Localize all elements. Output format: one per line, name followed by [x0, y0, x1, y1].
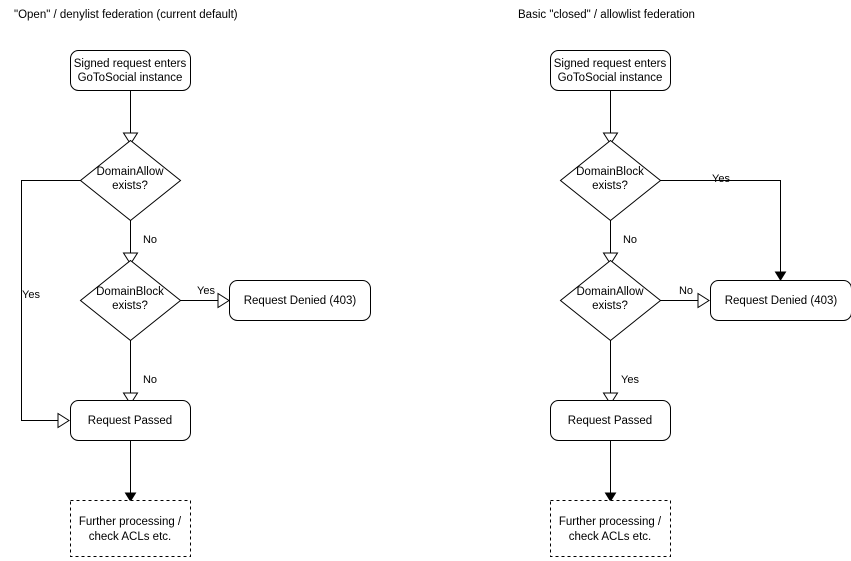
- edge-label-domainallow-yes-right: Yes: [621, 374, 639, 386]
- arrowhead-open-domainblock-yes-left: [217, 292, 230, 309]
- edge-label-domainallow-yes-left: Yes: [22, 289, 40, 301]
- node-request-denied-left-label: Request Denied (403): [244, 295, 357, 307]
- node-further-processing-left-line1: Further processing /: [79, 516, 182, 528]
- edge-label-domainblock-no-left: No: [143, 374, 157, 386]
- node-entry-right-line1: Signed request enters: [554, 58, 667, 70]
- node-further-processing-left: [70, 500, 191, 557]
- node-decision-domainblock-right-line2: exists?: [592, 180, 628, 192]
- node-further-processing-right-line1: Further processing /: [559, 516, 662, 528]
- arrowhead-filled-passed-left: [124, 492, 137, 502]
- node-entry-left-line1: Signed request enters: [74, 58, 187, 70]
- node-request-passed-left-label: Request Passed: [88, 415, 172, 427]
- node-decision-domainallow-right-line1: DomainAllow: [576, 286, 644, 298]
- edge-label-domainblock-no-right: No: [623, 234, 637, 246]
- node-further-processing-right: [550, 500, 671, 557]
- edge-domainallow-yes-left: [21, 180, 81, 421]
- node-further-processing-left-line2: check ACLs etc.: [89, 531, 171, 543]
- edge-label-domainblock-yes-left: Yes: [197, 285, 215, 297]
- node-request-denied-right: [710, 280, 851, 321]
- edge-label-domainallow-no-right: No: [679, 285, 693, 297]
- arrowhead-open-domainallow-yes-left: [57, 412, 70, 429]
- node-request-denied-right-label: Request Denied (403): [725, 295, 838, 307]
- node-further-processing-right-line2: check ACLs etc.: [569, 531, 651, 543]
- arrowhead-open-domainallow-yes-right: [602, 392, 619, 405]
- node-decision-domainallow-right-line2: exists?: [592, 300, 628, 312]
- arrowhead-filled-domainblock-yes-right: [774, 271, 787, 281]
- node-entry-left: [70, 50, 191, 91]
- node-entry-right: [550, 50, 671, 91]
- node-decision-domainallow-left-line2: exists?: [112, 180, 148, 192]
- node-entry-right-line2: GoToSocial instance: [558, 72, 663, 84]
- node-decision-domainblock-left-line1: DomainBlock: [96, 286, 164, 298]
- node-request-denied-left: [229, 280, 371, 321]
- arrowhead-open-domainblock-no-left: [122, 392, 139, 405]
- arrowhead-filled-passed-right: [604, 492, 617, 502]
- arrowhead-open-domainallow-no-left: [122, 252, 139, 265]
- panel-title-right: Basic "closed" / allowlist federation: [518, 9, 695, 21]
- arrowhead-open-entry-right: [602, 132, 619, 145]
- node-decision-domainblock-left-line2: exists?: [112, 300, 148, 312]
- node-request-passed-right-label: Request Passed: [568, 415, 652, 427]
- edge-label-domainblock-yes-right: Yes: [712, 173, 730, 185]
- edge-label-domainallow-no-left: No: [143, 234, 157, 246]
- edge-domainblock-yes-right: [660, 180, 781, 272]
- arrowhead-open-domainblock-no-right: [602, 252, 619, 265]
- panel-title-left: "Open" / denylist federation (current de…: [14, 9, 238, 21]
- arrowhead-open-domainallow-no-right: [697, 292, 710, 309]
- arrowhead-open-entry-left: [122, 132, 139, 145]
- node-decision-domainallow-left-line1: DomainAllow: [96, 166, 164, 178]
- node-decision-domainblock-right-line1: DomainBlock: [576, 166, 644, 178]
- node-entry-left-line2: GoToSocial instance: [78, 72, 183, 84]
